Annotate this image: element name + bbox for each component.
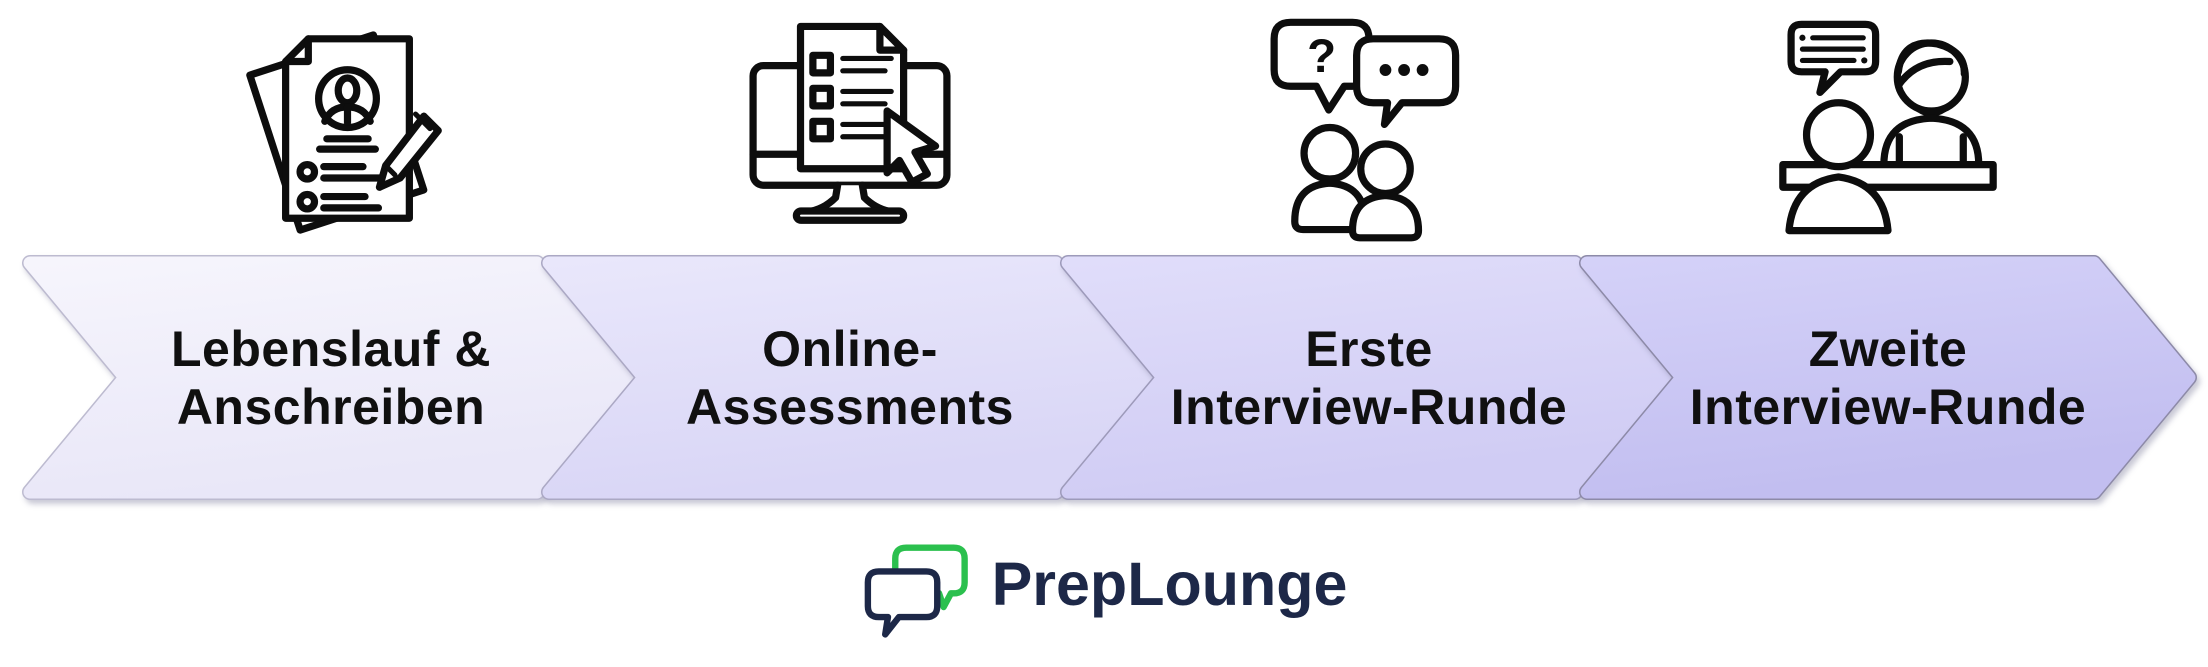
- resume-icon: [216, 12, 446, 244]
- step-label-line: Assessments: [686, 379, 1014, 435]
- chevron-step-4: [1579, 255, 2197, 500]
- step-label-line: Online-: [762, 321, 938, 377]
- ellipsis-glyph: •••: [1378, 47, 1434, 93]
- step-label-line: Interview-Runde: [1170, 379, 1568, 435]
- online-assessment-icon: [735, 12, 965, 244]
- interview-conversation-icon: ? •••: [1254, 12, 1484, 244]
- step-label-4: Zweite Interview-Runde: [1587, 283, 2189, 473]
- chevron-step-3: [1060, 255, 1678, 500]
- logo-wordmark: PrepLounge: [991, 550, 1348, 618]
- step-label-2: Online- Assessments: [549, 283, 1151, 473]
- step-label-3: Erste Interview-Runde: [1068, 283, 1670, 473]
- chevron-step-1: [22, 255, 640, 500]
- step-label-line: Lebenslauf &: [171, 321, 491, 377]
- step-label-line: Anschreiben: [176, 379, 486, 435]
- step-label-line: Erste: [1305, 321, 1433, 377]
- chevron-step-2: [541, 255, 1159, 500]
- step-label-line: Interview-Runde: [1689, 379, 2087, 435]
- preplounge-logo: PrepLounge: [861, 540, 1348, 643]
- question-mark-glyph: ?: [1307, 30, 1336, 83]
- step-label-line: Zweite: [1808, 321, 1968, 377]
- step-label-1: Lebenslauf & Anschreiben: [30, 283, 632, 473]
- chat-bubbles-icon: [864, 544, 968, 638]
- final-interview-icon: [1773, 12, 2003, 244]
